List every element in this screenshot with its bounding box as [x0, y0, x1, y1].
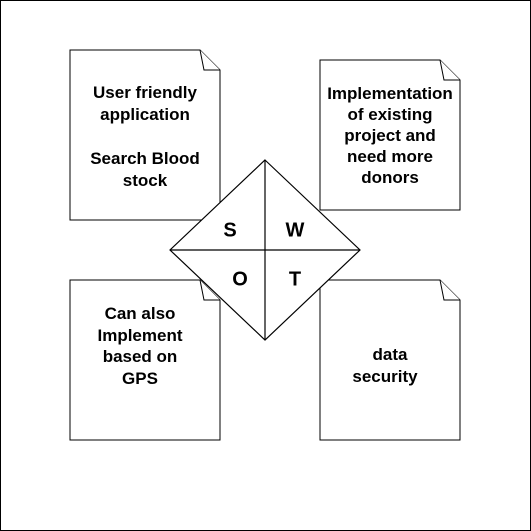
note-opportunities-line-3: based on: [103, 347, 178, 366]
note-strengths-line-2: application: [100, 105, 190, 124]
note-weaknesses-line-3: project and: [344, 126, 436, 145]
quadrant-s-label: S: [223, 219, 236, 241]
note-strengths[interactable]: User friendly application Search Blood s…: [69, 49, 221, 221]
note-weaknesses[interactable]: Implementation of existing project and n…: [319, 59, 461, 211]
note-threats-line-1: data: [373, 345, 409, 364]
quadrant-w-label: W: [286, 219, 305, 241]
note-strengths-line-5: stock: [123, 171, 168, 190]
note-opportunities-line-4: GPS: [122, 369, 158, 388]
note-threats[interactable]: data security: [319, 279, 461, 441]
quadrant-o-label: O: [232, 268, 248, 290]
note-weaknesses-line-5: donors: [361, 168, 419, 187]
swot-diamond[interactable]: S W O T: [169, 159, 361, 341]
note-threats-line-2: security: [352, 367, 418, 386]
note-weaknesses-line-2: of existing: [347, 105, 432, 124]
note-strengths-line-1: User friendly: [93, 83, 197, 102]
note-opportunities[interactable]: Can also Implement based on GPS: [69, 279, 221, 441]
note-weaknesses-line-4: need more: [347, 147, 433, 166]
note-strengths-line-4: Search Blood: [90, 149, 200, 168]
note-weaknesses-line-1: Implementation: [327, 84, 453, 103]
note-opportunities-line-2: Implement: [97, 326, 182, 345]
note-opportunities-line-1: Can also: [105, 304, 176, 323]
quadrant-t-label: T: [289, 268, 301, 290]
